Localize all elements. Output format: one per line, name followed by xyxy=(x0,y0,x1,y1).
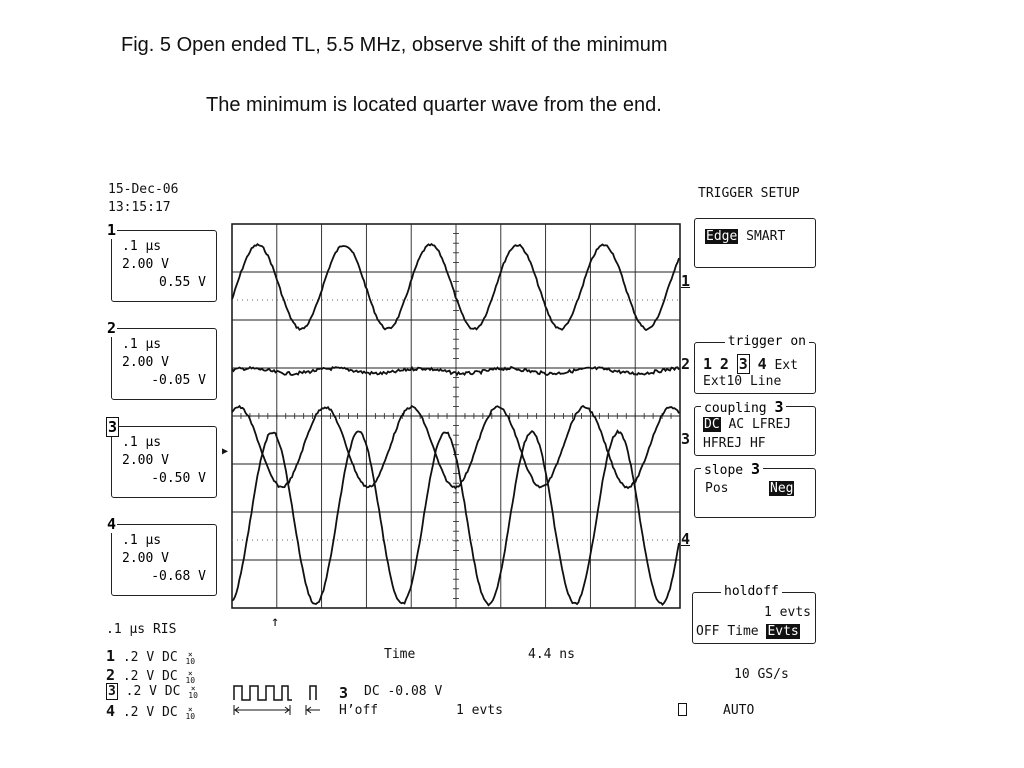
slope-label: slope 3 xyxy=(701,460,763,478)
trigger-on-label: trigger on xyxy=(724,334,809,349)
trigger-coupling-box[interactable]: coupling 3 DC AC LFREJ HFREJ HF xyxy=(694,398,816,456)
trace-4-marker: 4 xyxy=(681,530,691,548)
bottom-row-2: 2 .2 V DC ×10 xyxy=(106,666,196,685)
trigger-setup-title: TRIGGER SETUP xyxy=(698,186,800,201)
scope-traces xyxy=(231,242,680,607)
bottom-row-1: 1 .2 V DC ×10 xyxy=(106,647,196,666)
trigger-source-1[interactable]: 1 xyxy=(703,355,713,373)
channel-4-timebase: .1 µs xyxy=(122,533,162,548)
trigger-on-box[interactable]: trigger on 1 2 3 4 Ext Ext10 Line xyxy=(694,334,816,394)
trigger-source-ext10[interactable]: Ext10 xyxy=(703,374,743,389)
trigger-source-3[interactable]: 3 xyxy=(736,354,750,374)
bottom-row-3: 3 .2 V DC ×10 xyxy=(106,683,198,700)
holdoff-label: holdoff xyxy=(721,584,782,599)
channel-4-volts: 2.00 V xyxy=(122,551,169,566)
channel-3-number: 3 xyxy=(106,417,120,437)
scope-date: 15-Dec-06 xyxy=(108,182,179,197)
trace-4 xyxy=(231,429,680,607)
coupling-dc[interactable]: DC xyxy=(703,417,721,432)
trigger-source-2[interactable]: 2 xyxy=(719,355,729,373)
channel-2-timebase: .1 µs xyxy=(122,337,162,352)
trace-3 xyxy=(231,404,680,490)
trigger-position-arrow-icon: ↑ xyxy=(271,614,280,630)
trigger-level: DC -0.08 V xyxy=(364,684,443,699)
trigger-slope-box[interactable]: slope 3 Pos Neg xyxy=(694,460,816,518)
holdoff-off[interactable]: OFF xyxy=(696,624,720,639)
bottom-row-4: 4 .2 V DC ×10 xyxy=(106,702,196,721)
trigger-source-ext[interactable]: Ext xyxy=(774,358,798,373)
timebase-mode: .1 µs RIS xyxy=(106,622,177,637)
trigger-type-box[interactable]: Edge SMART xyxy=(694,218,816,268)
scope-grid xyxy=(231,223,681,609)
channel-3-timebase: .1 µs xyxy=(122,435,162,450)
channel-1-box[interactable]: 1 .1 µs 2.00 V 0.55 V xyxy=(106,221,217,302)
trigger-source-4[interactable]: 4 xyxy=(757,355,767,373)
channel-3-offset: -0.50 V xyxy=(151,471,206,486)
trigger-channel: 3 xyxy=(339,684,349,702)
channel-1-timebase: .1 µs xyxy=(122,239,162,254)
trace-1 xyxy=(231,242,680,332)
trigger-type-smart[interactable]: SMART xyxy=(746,229,786,244)
acquisition-status-icon xyxy=(678,703,687,716)
time-label: Time xyxy=(384,647,416,662)
holdoff-status-value: 1 evts xyxy=(456,703,503,718)
coupling-lfrej[interactable]: LFREJ xyxy=(751,417,792,432)
trace-2 xyxy=(231,365,680,377)
holdoff-box[interactable]: holdoff 1 evts OFF Time Evts xyxy=(692,584,816,644)
sample-rate: 10 GS/s xyxy=(734,667,789,682)
coupling-hf[interactable]: HF xyxy=(749,436,766,451)
channel-3-volts: 2.00 V xyxy=(122,453,169,468)
time-value: 4.4 ns xyxy=(528,647,575,662)
channel-1-offset: 0.55 V xyxy=(159,275,206,290)
channel-1-number: 1 xyxy=(106,221,118,239)
figure-title: Fig. 5 Open ended TL, 5.5 MHz, observe s… xyxy=(121,34,668,56)
trigger-level-arrow-icon: ▶ xyxy=(222,446,229,457)
slope-pos[interactable]: Pos xyxy=(705,481,729,496)
trace-1-marker: 1 xyxy=(681,272,691,290)
channel-2-number: 2 xyxy=(106,319,118,337)
holdoff-time[interactable]: Time xyxy=(727,624,759,639)
channel-2-offset: -0.05 V xyxy=(151,373,206,388)
channel-2-box[interactable]: 2 .1 µs 2.00 V -0.05 V xyxy=(106,319,217,400)
channel-4-offset: -0.68 V xyxy=(151,569,206,584)
trigger-pulse-icon xyxy=(233,685,320,715)
holdoff-count: 1 evts xyxy=(764,605,811,620)
channel-1-volts: 2.00 V xyxy=(122,257,169,272)
trigger-mode: AUTO xyxy=(723,703,755,718)
scope-time: 13:15:17 xyxy=(108,200,171,215)
channel-3-box[interactable]: 3 .1 µs 2.00 V -0.50 V xyxy=(106,417,217,498)
trace-3-marker: 3 xyxy=(681,430,691,448)
holdoff-evts[interactable]: Evts xyxy=(766,624,800,639)
slope-neg[interactable]: Neg xyxy=(769,481,795,496)
coupling-label: coupling 3 xyxy=(701,398,787,416)
coupling-ac[interactable]: AC xyxy=(728,417,745,432)
trace-2-marker: 2 xyxy=(681,355,691,373)
channel-2-volts: 2.00 V xyxy=(122,355,169,370)
figure-subtitle: The minimum is located quarter wave from… xyxy=(206,94,662,116)
trigger-source-line[interactable]: Line xyxy=(749,374,782,389)
holdoff-status-label: H’off xyxy=(339,703,379,718)
trigger-type-edge[interactable]: Edge xyxy=(705,229,739,244)
channel-4-number: 4 xyxy=(106,515,118,533)
channel-4-box[interactable]: 4 .1 µs 2.00 V -0.68 V xyxy=(106,515,217,596)
coupling-hfrej[interactable]: HFREJ xyxy=(703,436,743,451)
